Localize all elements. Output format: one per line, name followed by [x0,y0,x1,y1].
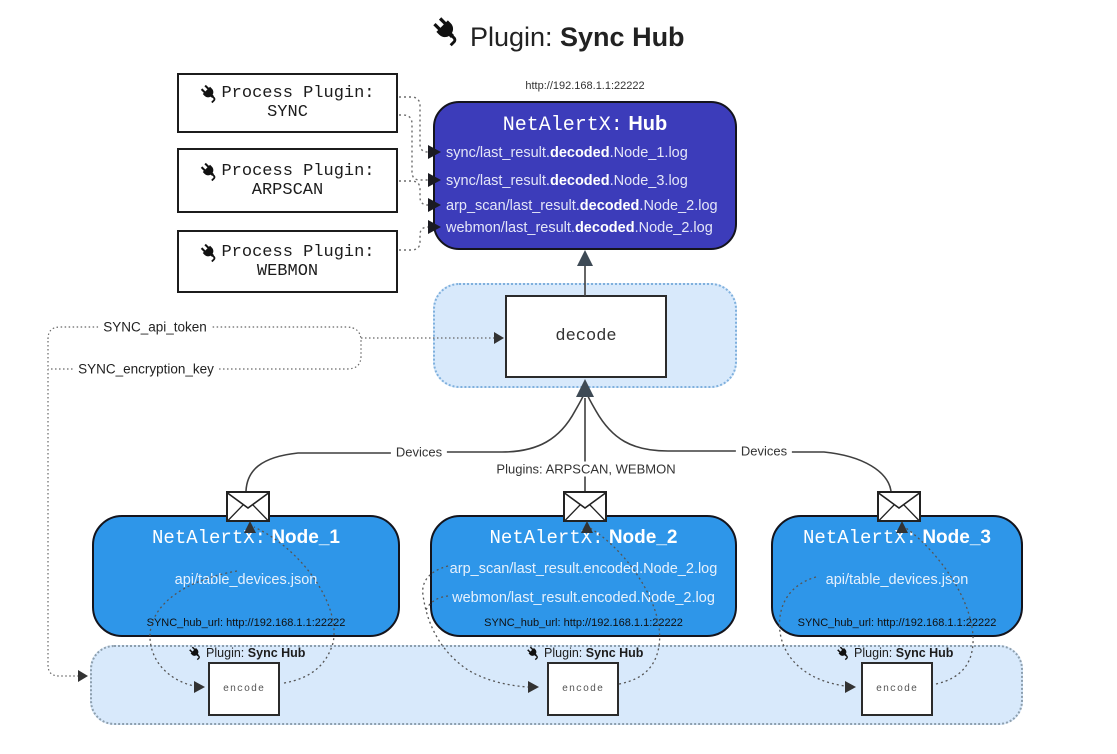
process-plugin-label: Process Plugin: [221,84,375,103]
hub-log-line: sync/last_result.decoded.Node_3.log [446,173,688,189]
plug-icon [834,643,854,663]
node-file-line: webmon/last_result.encoded.Node_2.log [452,590,715,606]
encoder-plugin-label: Plugin: Sync Hub [834,643,953,663]
edge-label-devices-left: Devices [390,444,448,460]
process-plugin-label: Process Plugin: [221,161,375,181]
node-2-box: NetAlertX: Node_2 arp_scan/last_result.e… [430,515,737,637]
process-plugin-sync-box: Process Plugin: SYNC [177,73,398,133]
plug-icon [197,158,224,185]
encoder-plugin-label: Plugin: Sync Hub [186,643,305,663]
node-file-line: api/table_devices.json [825,572,969,588]
envelope-icon [226,491,270,522]
sync-api-token-label: SYNC_api_token [98,319,212,335]
page-title-prefix: Plugin: [469,22,553,52]
node-file-line: arp_scan/last_result.encoded.Node_2.log [449,561,718,577]
envelope-icon [563,491,607,522]
plug-icon [426,10,468,52]
hub-log-line: webmon/last_result.decoded.Node_2.log [446,220,713,236]
page-title-name: Sync Hub [560,22,685,52]
encoder-plugin-label: Plugin: Sync Hub [524,643,643,663]
envelope-icon [877,491,921,522]
plug-icon [524,643,544,663]
plugin-to-hub-edges [399,96,432,251]
process-plugin-arpscan-box: Process Plugin: ARPSCAN [177,148,398,213]
page-title: Plugin: Sync Hub [0,16,1117,53]
edge-label-devices-right: Devices [735,443,793,459]
decode-box: decode [505,295,667,378]
edge-label-plugins: Plugins: ARPSCAN, WEBMON [491,461,681,477]
encode-box: encode [861,662,933,716]
node-file-line: api/table_devices.json [174,572,318,588]
hub-title: NetAlertX: Hub [502,113,668,137]
node-1-box: NetAlertX: Node_1 api/table_devices.json… [92,515,400,637]
plug-icon [197,80,224,107]
process-plugin-name: ARPSCAN [251,180,324,200]
node-hub-url: SYNC_hub_url: http://192.168.1.1:22222 [484,617,683,629]
hub-box: NetAlertX: Hub sync/last_result.decoded.… [433,101,737,250]
encode-box: encode [547,662,619,716]
process-plugin-webmon-box: Process Plugin: WEBMON [177,230,398,293]
encode-box: encode [208,662,280,716]
hub-log-line: sync/last_result.decoded.Node_1.log [446,145,688,161]
hub-log-line: arp_scan/last_result.decoded.Node_2.log [446,198,718,214]
plug-icon [197,239,224,266]
decode-label: decode [555,327,617,346]
node-title: NetAlertX: Node_2 [489,527,678,549]
process-plugin-name: SYNC [267,103,308,122]
node-title: NetAlertX: Node_3 [803,527,991,549]
sync-encryption-key-label: SYNC_encryption_key [73,361,219,377]
node-3-box: NetAlertX: Node_3 api/table_devices.json… [771,515,1023,637]
hub-url-label: http://192.168.1.1:22222 [525,80,645,92]
process-plugin-label: Process Plugin: [221,242,375,262]
node-hub-url: SYNC_hub_url: http://192.168.1.1:22222 [797,617,997,629]
plug-icon [186,643,206,663]
node-hub-url: SYNC_hub_url: http://192.168.1.1:22222 [146,617,346,629]
node-title: NetAlertX: Node_1 [152,527,340,549]
process-plugin-name: WEBMON [256,261,319,281]
